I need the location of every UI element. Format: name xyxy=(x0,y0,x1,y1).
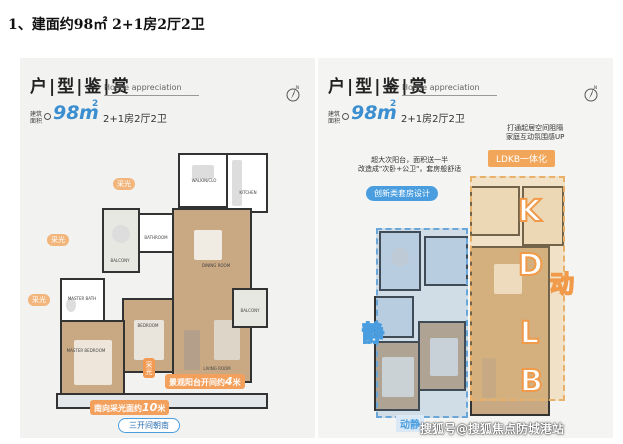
daylight-tag-2: 采光 xyxy=(47,234,69,246)
table-round xyxy=(112,225,130,243)
card-title: 户|型|鉴|赏 xyxy=(328,77,429,97)
room-balcony-small xyxy=(102,208,140,273)
three-bay-south-tag: 三开间朝南 xyxy=(118,418,180,433)
master-bed xyxy=(74,340,112,385)
daylight-vertical-tag: 采光 xyxy=(143,358,155,378)
daylight-tag-3: 采光 xyxy=(28,294,50,306)
room-bathroom xyxy=(137,213,175,253)
section-heading: 1、建面约98㎡ 2+1房2厅2卫 xyxy=(8,17,205,33)
sofa xyxy=(482,358,496,398)
svg-text:N: N xyxy=(296,85,299,90)
dynamic-static-label: 动静 xyxy=(396,415,424,432)
sofa xyxy=(184,330,200,370)
title-underline xyxy=(104,95,199,96)
room-balcony-small xyxy=(379,231,421,291)
card-subtitle-en: House appreciation xyxy=(402,83,480,92)
area-value: 98 xyxy=(53,102,80,124)
innovative-suite-tag: 创新类套房设计 xyxy=(366,186,438,201)
note-ldkb: 打通起居空间阻隔 家庭互动氛围感UP xyxy=(506,124,565,141)
room-master-bedroom xyxy=(374,341,420,411)
card-title: 户|型|鉴|赏 xyxy=(30,77,131,97)
kitchen-counter xyxy=(232,160,242,206)
area-unit-superscript: 2 xyxy=(390,99,397,109)
room-bathroom xyxy=(424,236,468,286)
title-underline xyxy=(402,95,497,96)
quiet-zone-label: 静 xyxy=(361,321,385,348)
area-label: 建筑面积 xyxy=(30,111,43,125)
measure1-post: 米 xyxy=(232,378,241,387)
dining-table xyxy=(494,264,522,294)
area-unit: m xyxy=(79,102,99,124)
measure1-pre: 景观阳台开间约 xyxy=(169,378,225,387)
card-subtitle-en: House appreciation xyxy=(104,83,182,92)
quiet-zone-highlight xyxy=(376,228,468,418)
layout-text: 2+1房2厅2卫 xyxy=(103,114,167,125)
floorplan-card-right: 户|型|鉴|赏 House appreciation 建筑面积 98 m 2 2… xyxy=(318,58,613,438)
compass-icon: N xyxy=(286,85,300,102)
floorplan-card-left: 户|型|鉴|赏 House appreciation 建筑面积 98 m 2 2… xyxy=(20,58,315,438)
letter-d: D xyxy=(517,247,544,284)
measure-south-daylight: 南向采光面约10米 xyxy=(90,400,170,415)
cabinet xyxy=(192,165,214,179)
room-label-balcony2: BALCONY xyxy=(240,308,260,313)
room-master-bath xyxy=(60,278,105,323)
dining-table xyxy=(194,230,222,260)
room-kitchen xyxy=(522,186,564,246)
bed xyxy=(134,320,164,360)
room-walkin xyxy=(178,153,228,208)
area-label: 建筑面积 xyxy=(328,111,341,125)
bed xyxy=(430,338,458,376)
area-icon xyxy=(342,113,349,120)
toilet xyxy=(66,298,76,312)
measure2-post: 米 xyxy=(157,404,166,413)
letter-b: B xyxy=(519,363,544,400)
daylight-tag-1: 采光 xyxy=(113,178,135,190)
room-balcony-right xyxy=(232,288,268,328)
area-value: 98 xyxy=(351,102,378,124)
compass-icon: N xyxy=(584,85,598,102)
layout-text: 2+1房2厅2卫 xyxy=(401,114,465,125)
room-label-living: LIVING ROOM xyxy=(203,366,231,371)
room-label-bedroom: BEDROOM xyxy=(137,323,159,328)
area-unit: m xyxy=(377,102,397,124)
master-bed xyxy=(382,357,414,397)
letter-l: L xyxy=(519,315,540,352)
room-master-bath xyxy=(374,296,414,338)
measure-landscape-balcony: 景观阳台开间约4米 xyxy=(165,374,245,389)
letter-k: K xyxy=(517,193,542,230)
measure2-num: 10 xyxy=(142,401,158,414)
measure1-num: 4 xyxy=(225,375,233,388)
room-label-dining: DINING ROOM xyxy=(201,263,231,268)
room-label-walkin: WALKIN/CLO xyxy=(191,178,217,183)
room-kitchen xyxy=(226,153,268,213)
floor-plan-left: WALKIN/CLO KITCHEN BATHROOM BALCONY DINI… xyxy=(42,148,272,428)
measure2-pre: 南向采光面约 xyxy=(94,404,142,413)
floor-plan-right xyxy=(374,176,589,426)
room-label-balcony: BALCONY xyxy=(110,258,130,263)
table-round xyxy=(391,248,409,266)
room-master-bedroom xyxy=(60,320,125,395)
ldkb-zone-highlight xyxy=(470,176,565,401)
room-label-master-bath: MASTER BATH xyxy=(67,296,97,301)
dynamic-zone-label: 动 xyxy=(549,269,575,299)
source-watermark: 搜狐号@搜狐焦点防城港站 xyxy=(420,422,565,436)
ldkb-tag: LDKB一体化 xyxy=(488,150,556,167)
svg-text:N: N xyxy=(594,85,597,90)
room-walkin xyxy=(470,186,520,236)
room-label-kitchen: KITCHEN xyxy=(239,190,257,195)
note-suite: 超大次阳台，面积送一半 改造成"次卧+公卫"，套房般舒适 xyxy=(358,156,462,173)
area-unit-superscript: 2 xyxy=(92,99,99,109)
room-label-bathroom: BATHROOM xyxy=(144,235,168,240)
area-icon xyxy=(44,113,51,120)
room-label-master-bedroom: MASTER BEDROOM xyxy=(66,348,106,353)
